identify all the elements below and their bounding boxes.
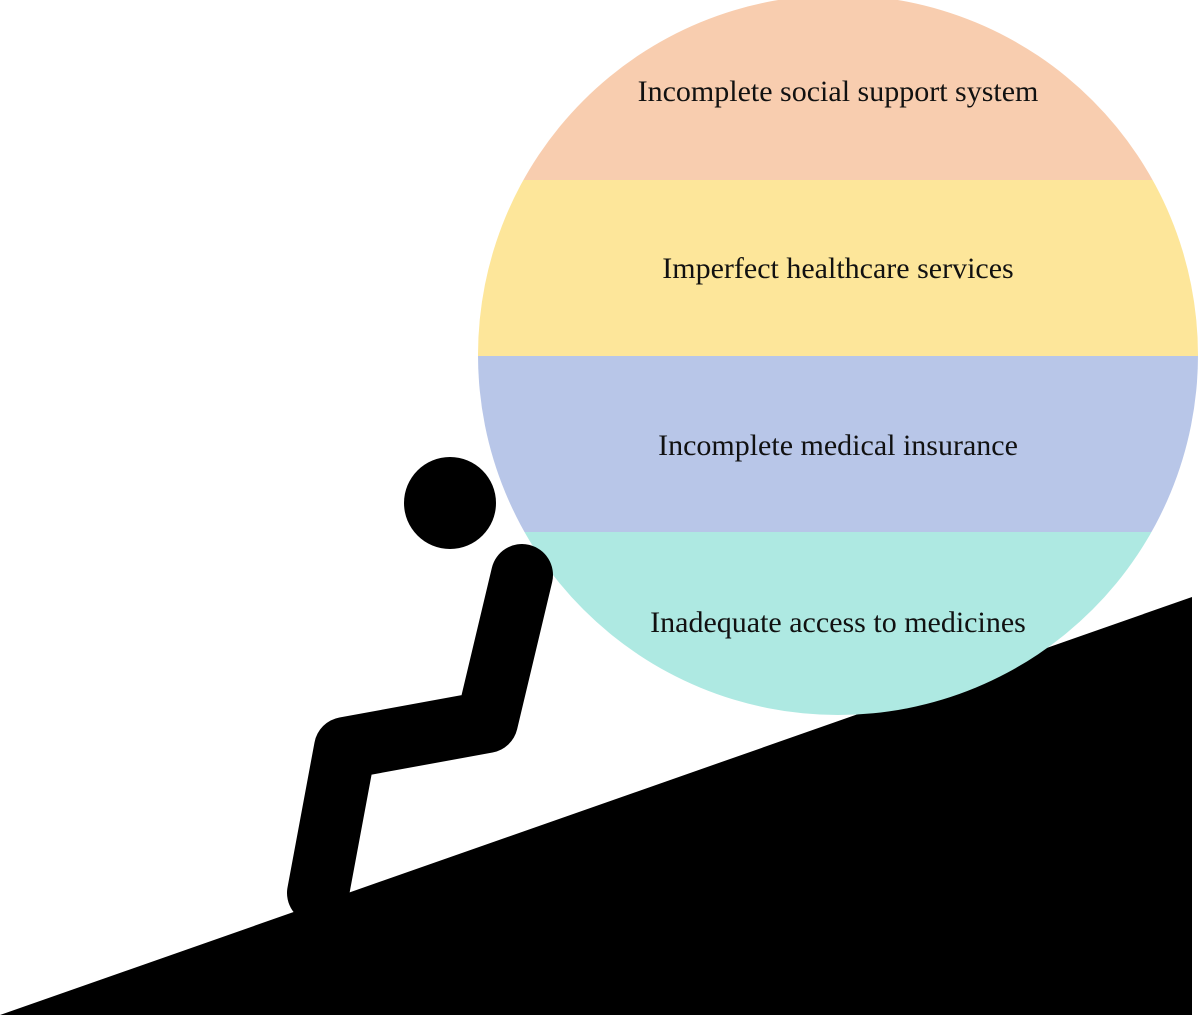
figure-head bbox=[404, 457, 496, 549]
band-label-social-support: Incomplete social support system bbox=[638, 75, 1039, 108]
figure-body bbox=[287, 544, 553, 924]
boulder-band-2 bbox=[478, 180, 1198, 356]
stick-figure bbox=[287, 457, 553, 924]
boulder-band-3 bbox=[478, 356, 1198, 532]
band-label-medical-insurance: Incomplete medical insurance bbox=[658, 429, 1018, 462]
band-label-access-to-medicines: Inadequate access to medicines bbox=[650, 606, 1026, 639]
band-label-healthcare-services: Imperfect healthcare services bbox=[662, 252, 1013, 285]
